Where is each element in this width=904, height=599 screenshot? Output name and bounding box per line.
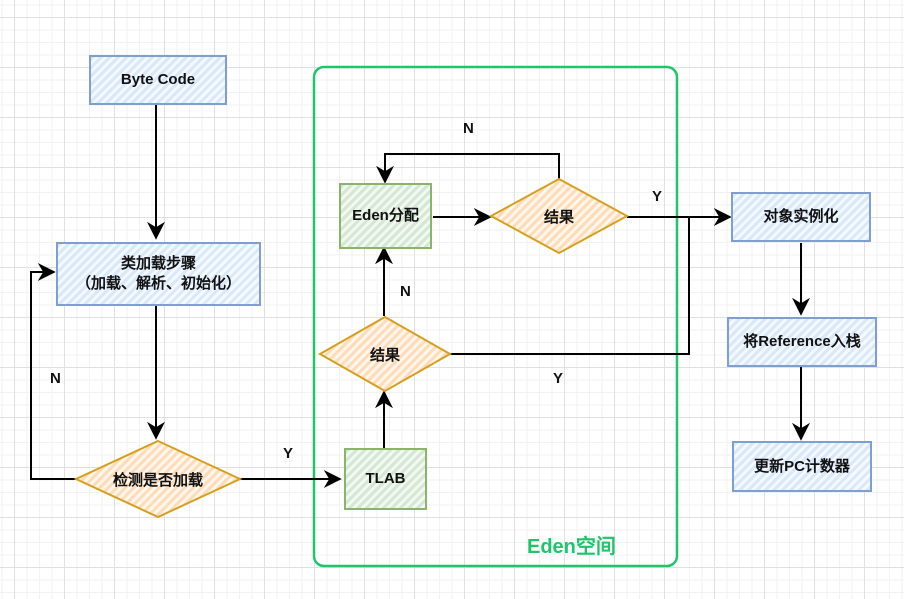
node-result-upper-label: 结果 (543, 208, 574, 226)
node-result-upper[interactable]: 结果 (491, 201, 627, 231)
label-check-yes: Y (283, 445, 294, 462)
node-byte-code-label: Byte Code (120, 71, 196, 88)
node-class-load-detail: （加载、解析、初始化） (75, 275, 241, 292)
label-check-no: N (50, 370, 61, 387)
label-lower-result-no: N (400, 283, 411, 300)
edge-lower-result-yes (450, 217, 690, 355)
node-push-reference[interactable]: 将Reference入栈 (727, 317, 877, 367)
node-update-pc[interactable]: 更新PC计数器 (732, 441, 872, 492)
node-class-load-title: 类加载步骤 (120, 255, 196, 272)
node-tlab[interactable]: TLAB (344, 448, 427, 510)
edge-upper-result-no (376, 153, 560, 184)
eden-container-title: Eden空间 (527, 536, 616, 558)
decision-lower-result-shape (317, 315, 453, 393)
eden-container (312, 65, 679, 568)
node-eden-alloc-label: Eden分配 (352, 207, 419, 224)
node-check-loaded-label: 检测是否加载 (112, 471, 203, 489)
label-upper-result-yes: Y (652, 188, 663, 205)
decision-check-loaded-shape (73, 439, 243, 519)
node-result-lower-label: 结果 (369, 346, 400, 364)
label-upper-result-no: N (463, 120, 474, 137)
node-update-pc-label: 更新PC计数器 (754, 457, 850, 475)
node-check-loaded[interactable]: 检测是否加载 (76, 464, 240, 494)
node-eden-alloc[interactable]: Eden分配 (339, 183, 432, 249)
node-object-instantiate[interactable]: 对象实例化 (731, 192, 871, 242)
node-object-instantiate-label: 对象实例化 (763, 208, 839, 225)
node-byte-code[interactable]: Byte Code (89, 55, 227, 105)
node-push-reference-label: 将Reference入栈 (743, 333, 861, 350)
edge-check-no (30, 263, 76, 480)
decision-upper-result-shape (488, 177, 630, 255)
label-lower-result-yes: Y (553, 370, 564, 387)
node-result-lower[interactable]: 结果 (320, 339, 450, 369)
node-tlab-label: TLAB (365, 470, 406, 487)
node-class-load-steps[interactable]: 类加载步骤 （加载、解析、初始化） (56, 242, 261, 306)
